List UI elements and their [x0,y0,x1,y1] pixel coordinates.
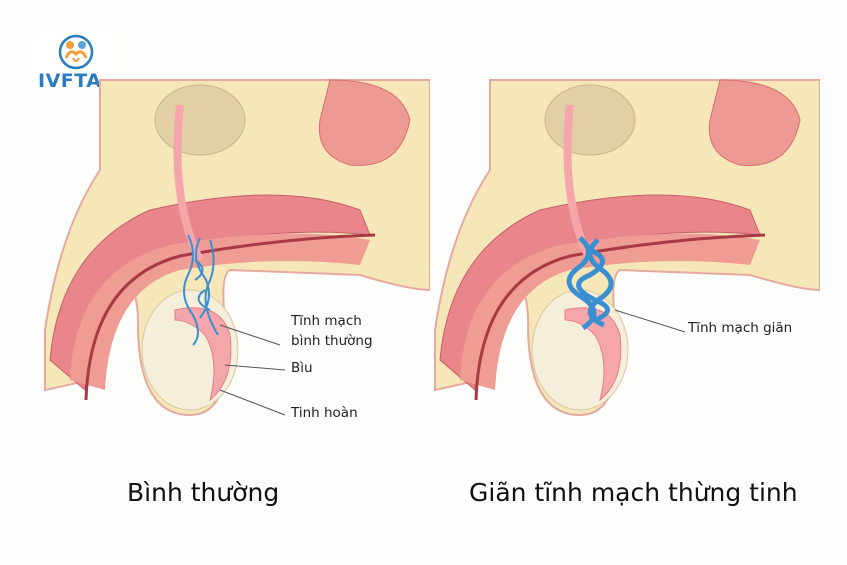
logo-text: IVFTA [38,70,102,92]
ivfta-logo: IVFTA [32,32,120,94]
normal-anatomy-illustration [30,60,430,460]
family-heart-icon [58,34,94,70]
caption-varicocele: Giãn tĩnh mạch thừng tinh [469,478,798,507]
label-scrotum: Bìu [291,360,313,376]
label-normal-vein-line1: Tĩnh mạch [291,313,362,329]
label-normal-vein: Tĩnh mạch bình thường [291,311,373,351]
varicocele-anatomy-illustration [420,60,820,460]
label-testis: Tinh hoàn [291,405,358,421]
label-dilated-vein: Tĩnh mạch giãn [688,320,793,336]
caption-normal: Bình thường [127,478,280,507]
label-normal-vein-line2: bình thường [291,333,373,349]
